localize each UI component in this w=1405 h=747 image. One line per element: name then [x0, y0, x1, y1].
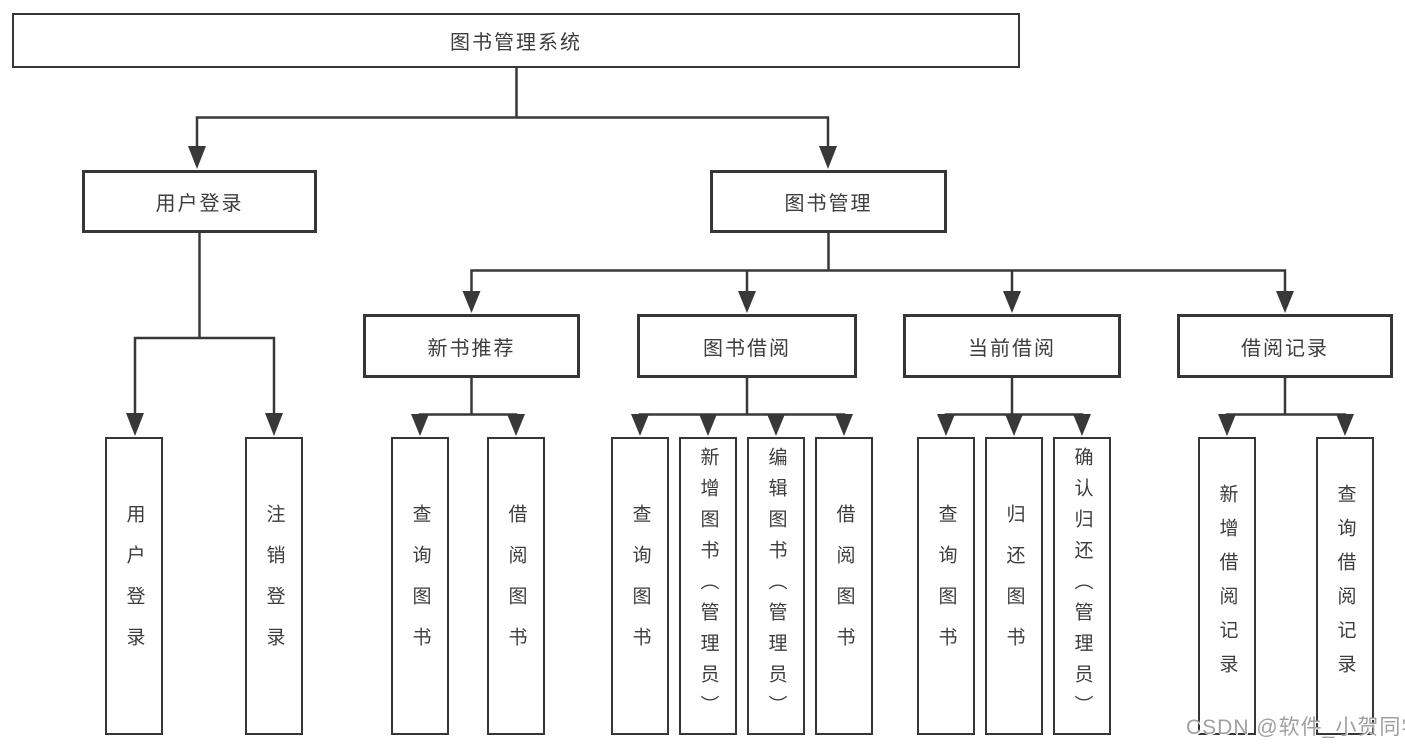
- node-leaf-query-books-borrow-label: 查询图书: [629, 504, 651, 668]
- node-leaf-return-books: 归还图书: [985, 437, 1043, 735]
- node-leaf-borrow-books-recommend: 借阅图书: [487, 437, 545, 735]
- node-leaf-query-books-current: 查询图书: [917, 437, 975, 735]
- node-leaf-add-borrow-record-label: 新增借阅记录: [1216, 484, 1238, 688]
- node-leaf-add-book-admin-label: 新增图书（管理员）: [697, 446, 719, 726]
- node-book-borrow: 图书借阅: [637, 314, 857, 378]
- node-leaf-user-login: 用户登录: [105, 437, 163, 735]
- node-leaf-confirm-return-admin: 确认归还（管理员）: [1053, 437, 1111, 735]
- node-leaf-borrow-books: 借阅图书: [815, 437, 873, 735]
- node-user-login-label: 用户登录: [155, 193, 244, 215]
- node-leaf-logout-label: 注销登录: [263, 504, 285, 668]
- node-leaf-return-books-label: 归还图书: [1003, 504, 1025, 668]
- node-new-book-recommend: 新书推荐: [363, 314, 580, 378]
- node-borrow-records-label: 借阅记录: [1241, 337, 1329, 360]
- node-current-borrow-label: 当前借阅: [968, 337, 1056, 360]
- node-leaf-query-books-recommend: 查询图书: [391, 437, 449, 735]
- node-leaf-query-books-borrow: 查询图书: [611, 437, 669, 735]
- node-leaf-borrow-books-recommend-label: 借阅图书: [505, 504, 527, 668]
- node-root: 图书管理系统: [12, 13, 1020, 68]
- node-book-management: 图书管理: [710, 170, 947, 233]
- node-leaf-add-borrow-record: 新增借阅记录: [1198, 437, 1256, 735]
- node-leaf-edit-book-admin-label: 编辑图书（管理员）: [765, 446, 787, 726]
- node-leaf-query-books-current-label: 查询图书: [935, 504, 957, 668]
- node-user-login: 用户登录: [82, 170, 317, 233]
- node-book-borrow-label: 图书借阅: [703, 337, 791, 360]
- node-new-book-recommend-label: 新书推荐: [427, 337, 516, 360]
- node-leaf-confirm-return-admin-label: 确认归还（管理员）: [1071, 446, 1093, 726]
- node-leaf-borrow-books-label: 借阅图书: [833, 504, 855, 668]
- node-leaf-query-borrow-record: 查询借阅记录: [1316, 437, 1374, 735]
- node-current-borrow: 当前借阅: [903, 314, 1121, 378]
- node-root-label: 图书管理系统: [450, 32, 582, 54]
- node-leaf-query-borrow-record-label: 查询借阅记录: [1334, 484, 1356, 688]
- node-leaf-logout: 注销登录: [245, 437, 303, 735]
- node-leaf-query-books-recommend-label: 查询图书: [409, 504, 431, 668]
- watermark: CSDN @软件_小贺同学: [1186, 716, 1405, 739]
- node-leaf-edit-book-admin: 编辑图书（管理员）: [747, 437, 805, 735]
- node-leaf-user-login-label: 用户登录: [123, 504, 145, 668]
- node-borrow-records: 借阅记录: [1177, 314, 1393, 378]
- node-book-management-label: 图书管理: [784, 193, 873, 215]
- node-leaf-add-book-admin: 新增图书（管理员）: [679, 437, 737, 735]
